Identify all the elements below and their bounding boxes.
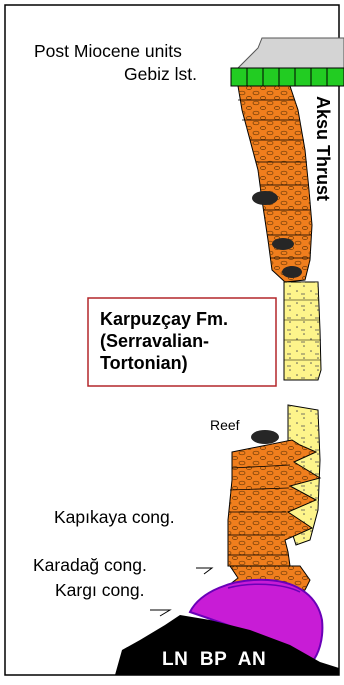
reef-label: Reef [210,417,240,433]
reef-lens [251,430,279,444]
kapikaya-label: Kapıkaya cong. [54,507,175,527]
basement-label: LN BP AN [162,649,266,670]
karpuzcay-sandstone-layer [284,282,321,380]
kargi-label: Kargı cong. [55,580,145,600]
conglomerate-lens-3 [282,266,302,278]
formation-label-line2: (Serravalian- [100,331,209,351]
post-miocene-label: Post Miocene units [34,41,182,61]
aksu-thrust-label: Aksu Thrust [313,96,333,201]
formation-label-line3: Tortonian) [100,353,188,373]
conglomerate-lens-1 [252,191,278,205]
karadag-label: Karadağ cong. [33,555,147,575]
formation-label-line1: Karpuzçay Fm. [100,309,228,329]
gebiz-label: Gebiz lst. [124,64,197,84]
conglomerate-lens-2 [272,238,294,250]
gebiz-limestone-layer [231,68,344,86]
